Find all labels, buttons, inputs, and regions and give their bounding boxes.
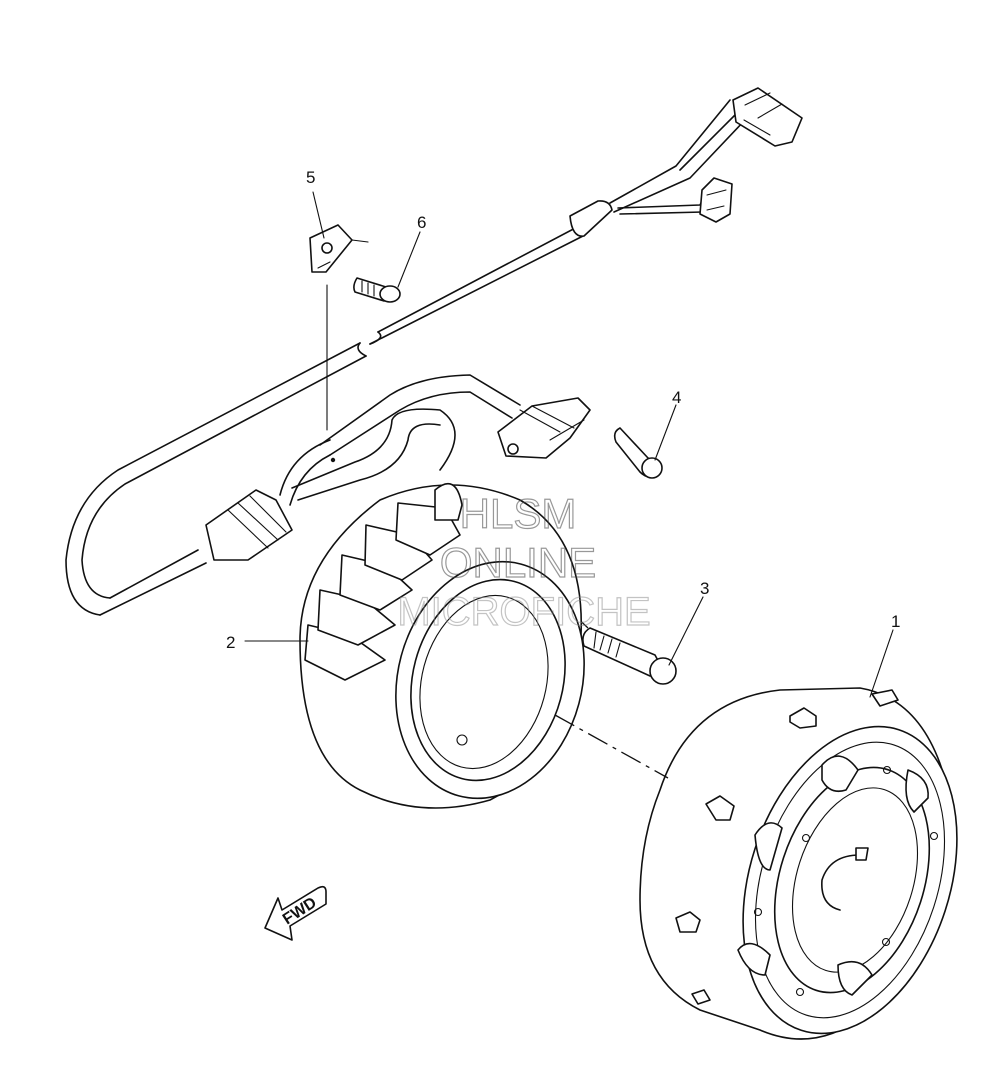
pickup-sensor-part-4 (497, 397, 663, 479)
screw-part-6 (353, 277, 401, 303)
callout-2: 2 (226, 633, 235, 652)
wire-harness (65, 87, 803, 616)
stator-part-2 (299, 482, 585, 809)
leader-lines (244, 191, 894, 698)
callout-3: 3 (700, 579, 709, 598)
callout-4: 4 (672, 388, 681, 407)
watermark-line-2: ONLINE (440, 539, 596, 586)
watermark-line-3: MICROFICHE (397, 590, 650, 634)
watermark-line-1: HLSM (460, 490, 577, 537)
bracket-part-5 (309, 224, 369, 431)
watermark: HLSM ONLINE MICROFICHE (397, 489, 652, 634)
callout-6: 6 (417, 213, 426, 232)
flywheel-rotor-part-1 (639, 687, 958, 1040)
forward-direction-arrow-icon: FWD (264, 885, 327, 941)
callout-1: 1 (891, 612, 900, 631)
callout-5: 5 (306, 168, 315, 187)
axis-line (554, 714, 669, 779)
